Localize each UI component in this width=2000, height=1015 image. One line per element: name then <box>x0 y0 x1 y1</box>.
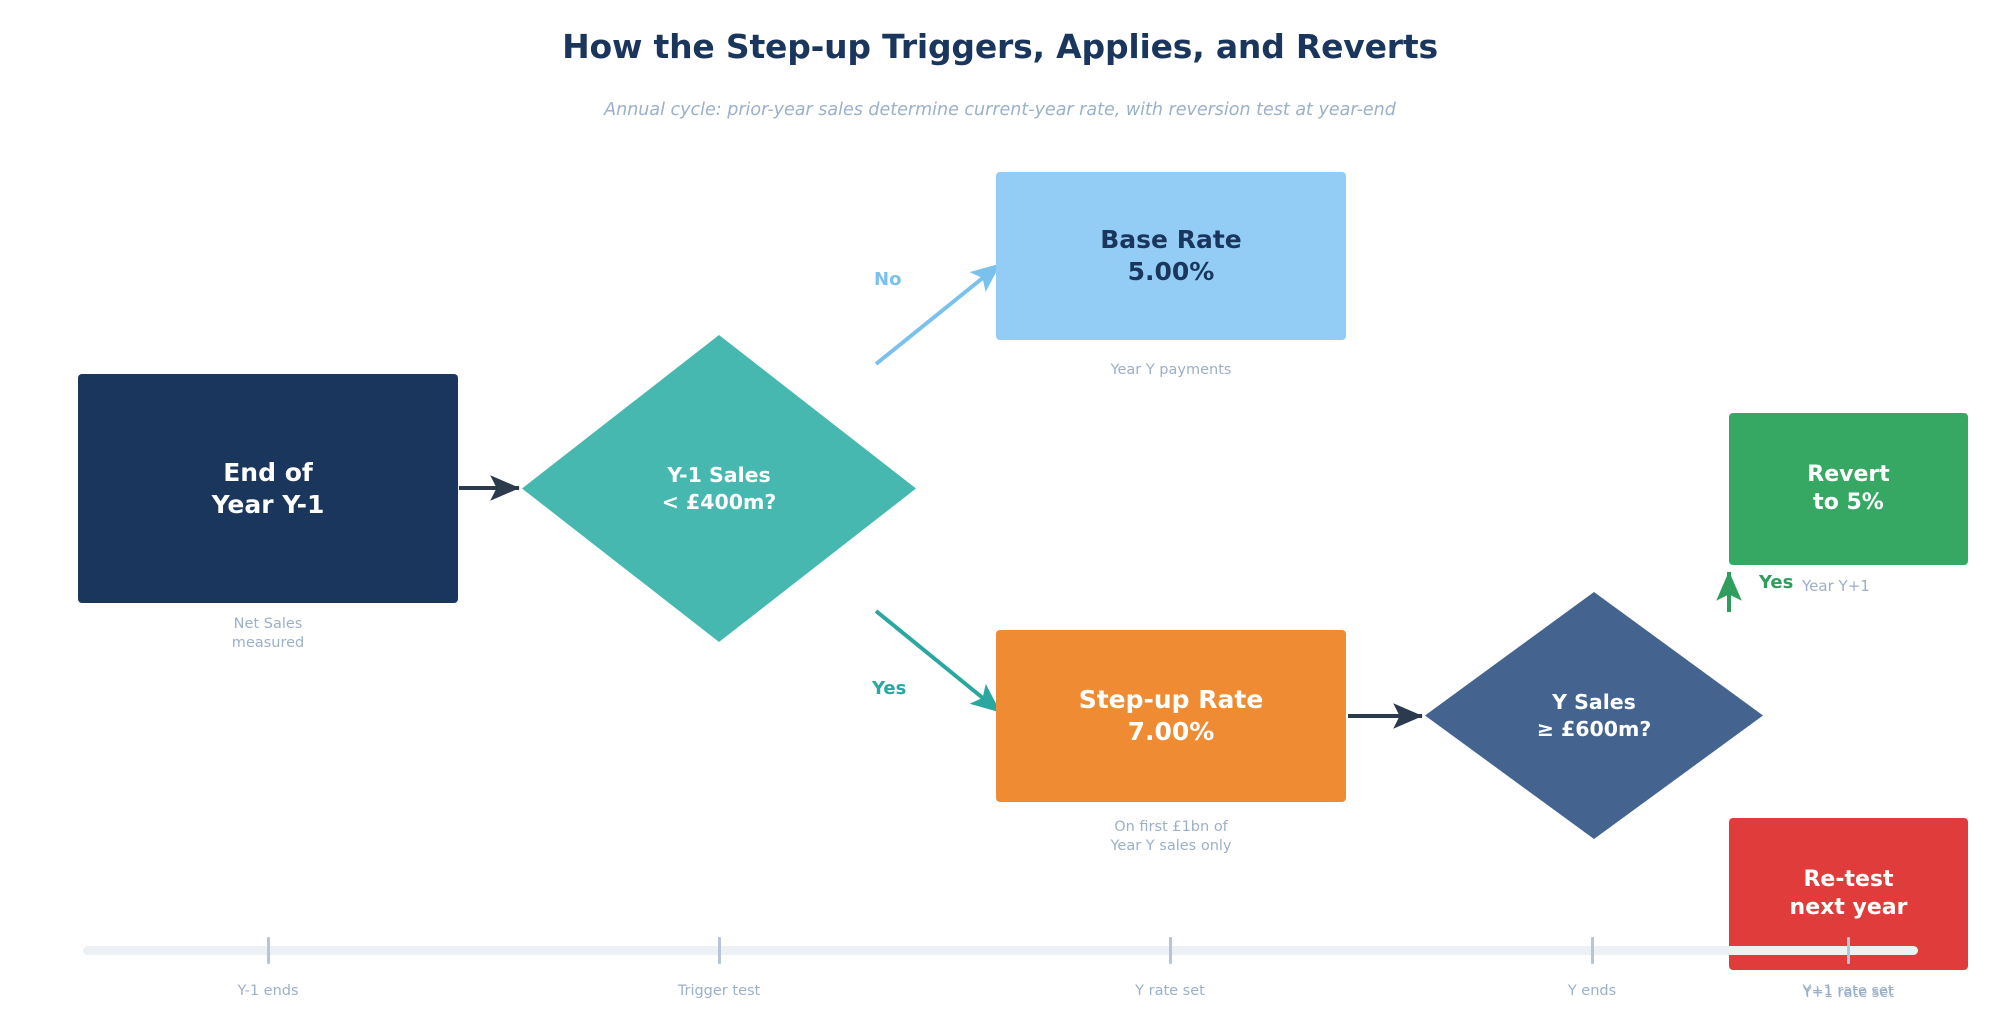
caption-y-plus-1-rate-set: Y+1 rate set <box>1802 985 1895 1001</box>
edge-label-yes-revert: Yes <box>1759 572 1794 593</box>
node-retest-label: Re-test next year <box>1789 866 1908 920</box>
node-trigger-test-label: Y-1 Sales < £400m? <box>661 462 777 514</box>
timeline-tick-label: Y rate set <box>1135 983 1205 999</box>
caption-on-first-1bn: On first £1bn of Year Y sales only <box>1110 819 1232 854</box>
caption-net-sales-measured: Net Sales measured <box>231 616 305 651</box>
node-retest-next-year[interactable]: Re-test next year <box>1729 818 1968 970</box>
timeline-tick <box>1847 937 1850 964</box>
node-trigger-test-diamond[interactable]: Y-1 Sales < £400m? <box>522 335 916 642</box>
timeline-tick <box>1169 937 1172 964</box>
node-reversion-test-diamond[interactable]: Y Sales ≥ £600m? <box>1425 592 1763 839</box>
node-end-of-year-y-1[interactable]: End of Year Y-1 <box>78 374 458 603</box>
timeline-tick <box>267 937 270 964</box>
timeline-tick <box>1591 937 1594 964</box>
timeline-tick-label: Y ends <box>1567 983 1617 999</box>
node-base-rate-label: Base Rate 5.00% <box>1100 225 1242 286</box>
timeline-tick-label: Trigger test <box>677 983 761 999</box>
node-revert-label: Revert to 5% <box>1807 461 1890 515</box>
page-subtitle: Annual cycle: prior-year sales determine… <box>604 100 1396 120</box>
edge-trigger-to-base-rate <box>874 262 1002 366</box>
edge-label-yes-trigger: Yes <box>872 678 907 699</box>
node-step-up-rate[interactable]: Step-up Rate 7.00% <box>996 630 1346 802</box>
node-base-rate[interactable]: Base Rate 5.00% <box>996 172 1346 340</box>
timeline-axis <box>83 946 1918 955</box>
timeline-tick-label: Y+1 rate set <box>1802 983 1894 999</box>
edge-label-no: No <box>874 269 902 290</box>
edge-trigger-to-step-up <box>874 609 1002 714</box>
timeline-tick <box>718 937 721 964</box>
node-reversion-test-label: Y Sales ≥ £600m? <box>1536 689 1652 741</box>
caption-year-y-payments: Year Y payments <box>1110 362 1232 378</box>
node-revert-to-5-percent[interactable]: Revert to 5% <box>1729 413 1968 565</box>
edge-label-year-y-plus-1: Year Y+1 <box>1802 577 1870 595</box>
timeline-tick-label: Y-1 ends <box>237 983 299 999</box>
node-step-up-rate-label: Step-up Rate 7.00% <box>1078 685 1264 746</box>
node-end-of-year-y-1-label: End of Year Y-1 <box>211 457 325 519</box>
page-title: How the Step-up Triggers, Applies, and R… <box>562 27 1438 66</box>
